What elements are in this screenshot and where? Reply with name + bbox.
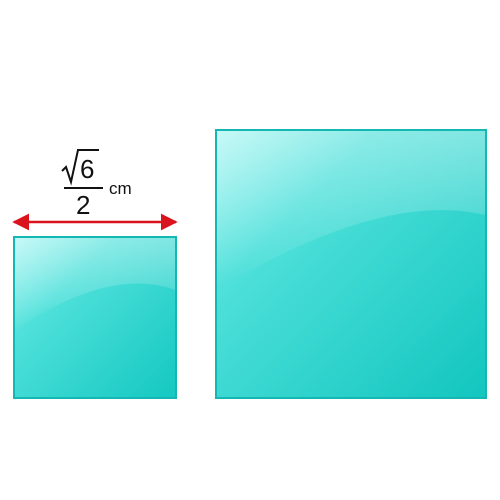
radical-sign [61, 149, 99, 186]
small-square [13, 236, 177, 399]
large-square [215, 129, 487, 399]
denominator: 2 [76, 190, 90, 220]
numerator: 6 [80, 154, 94, 184]
dimension-label: 6 2 cm [61, 149, 132, 220]
unit-label: cm [109, 179, 132, 198]
